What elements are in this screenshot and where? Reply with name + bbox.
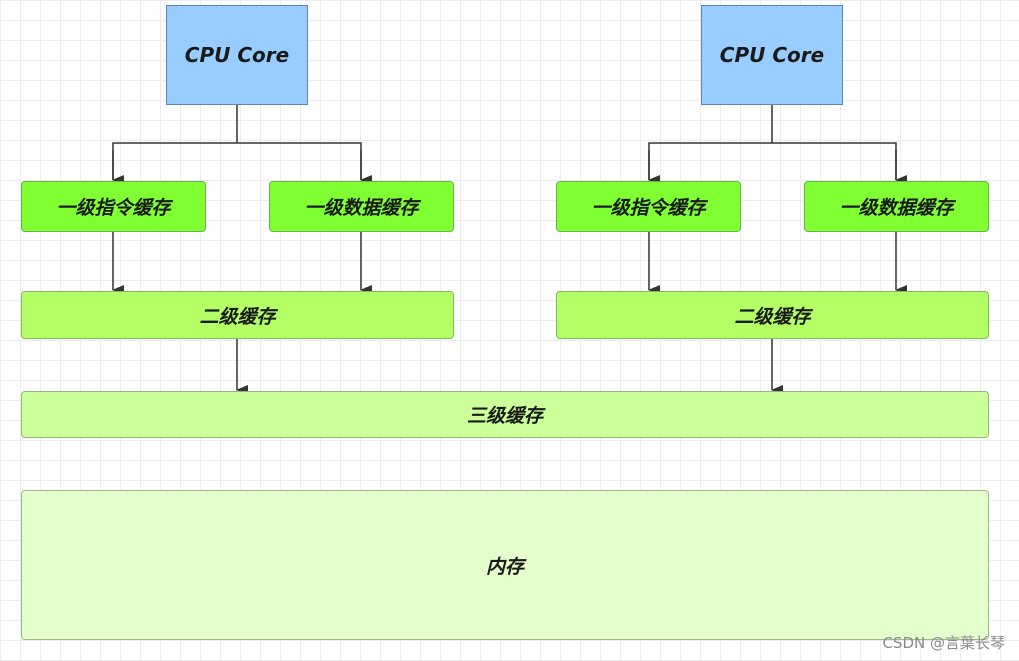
l2-cache-left: 二级缓存 [21,291,454,339]
main-memory-label: 内存 [485,555,524,578]
l1-data-cache-right-label: 一级数据缓存 [839,197,954,219]
l1-data-cache-left-label: 一级数据缓存 [304,197,419,219]
l1-data-cache-left: 一级数据缓存 [269,181,454,232]
main-memory: 内存 [21,490,989,640]
l2-cache-right: 二级缓存 [556,291,989,339]
l1-data-cache-right: 一级数据缓存 [804,181,989,232]
l3-cache-label: 三级缓存 [466,405,543,427]
cpu-core-left: CPU Core [166,5,308,105]
l1-instruction-cache-left: 一级指令缓存 [21,181,206,232]
l1-instruction-cache-right-label: 一级指令缓存 [591,197,706,219]
connector-right-cpu-to-l1 [648,105,897,180]
cpu-core-right-label: CPU Core [719,43,825,67]
cpu-core-right: CPU Core [701,5,843,105]
connector-left-cpu-to-l1 [112,105,362,180]
l2-cache-right-label: 二级缓存 [734,305,811,328]
l1-instruction-cache-right: 一级指令缓存 [556,181,741,232]
l2-cache-left-label: 二级缓存 [199,305,276,328]
cpu-core-left-label: CPU Core [184,43,290,67]
csdn-watermark: CSDN @言葉长琴 [882,634,1005,652]
l3-cache: 三级缓存 [21,391,989,438]
l1-instruction-cache-left-label: 一级指令缓存 [56,197,171,219]
